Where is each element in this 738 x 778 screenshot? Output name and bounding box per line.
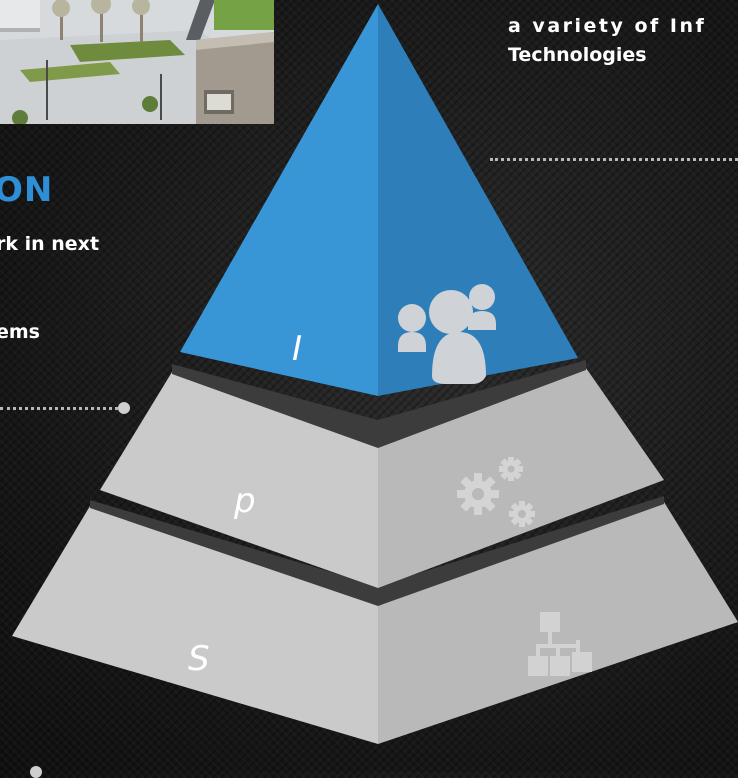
right-description: a variety of Inf Technologies <box>508 12 706 70</box>
middle-tier-letter: p <box>233 481 256 521</box>
left-connector-line <box>0 407 118 410</box>
gears-icon <box>457 457 535 527</box>
building-photo <box>0 0 274 124</box>
left-text-line-2: ems <box>0 321 40 343</box>
middle-tier-left-face <box>100 372 378 588</box>
section-heading: ON <box>0 170 54 210</box>
middle-tier-right-face <box>378 368 664 588</box>
pyramid-tier-top <box>180 4 578 396</box>
right-text-line-2: Technologies <box>508 44 647 66</box>
network-hierarchy-icon <box>528 612 592 676</box>
top-tier-left-face <box>180 4 378 396</box>
right-text-line-1: a variety of Inf <box>508 15 707 37</box>
bottom-tier-left-face <box>12 506 378 744</box>
bottom-tier-letter: S <box>188 639 210 679</box>
top-tier-right-face <box>378 4 578 396</box>
left-connector-dot <box>118 402 130 414</box>
left-text-line-1: rk in next <box>0 233 100 255</box>
right-connector-line <box>490 158 738 161</box>
users-icon <box>398 284 496 384</box>
pyramid-tier-middle <box>100 360 664 588</box>
top-tier-letter: I <box>292 329 302 369</box>
middle-tier-groove <box>172 360 586 448</box>
